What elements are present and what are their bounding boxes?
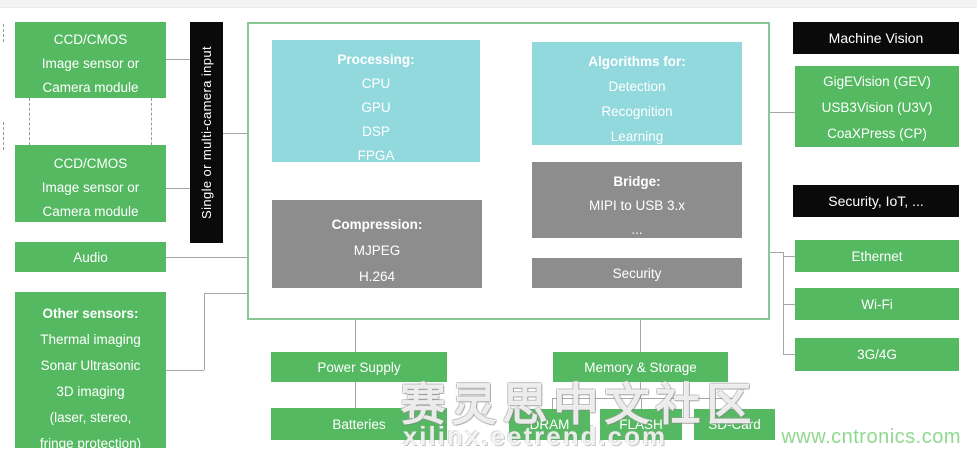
connector-memory-trunk [640, 382, 641, 398]
sdcard-label: SD-Card [708, 417, 761, 432]
processing-cpu: CPU [361, 76, 391, 91]
connector-powersupply-batteries [355, 382, 356, 408]
processing-title: Processing: [337, 52, 415, 67]
machine-vision-header: Machine Vision [793, 22, 959, 54]
flash-label: FLASH [619, 417, 663, 432]
connector-soc-memory [640, 320, 641, 352]
ccd1-line2: Image sensor or [41, 56, 140, 71]
3g4g-box: 3G/4G [795, 338, 959, 371]
ccd1-line3: Camera module [42, 80, 139, 95]
bridge-title: Bridge: [613, 174, 661, 189]
security-iot-header: Security, IoT, ... [793, 185, 959, 217]
coaxpress-label: CoaXPress (CP) [827, 126, 927, 141]
flash-box: FLASH [600, 409, 682, 440]
machine-vision-interfaces-box: GigEVision (GEV) USB3Vision (U3V) CoaXPr… [795, 66, 959, 147]
algorithms-detection: Detection [608, 79, 666, 94]
ccd2-line2: Image sensor or [41, 180, 140, 195]
usb3vision-label: USB3Vision (U3V) [821, 100, 933, 115]
processing-box: Processing: CPU GPU DSP FPGA [272, 40, 480, 163]
algorithms-box: Algorithms for: Detection Recognition Le… [532, 42, 742, 145]
camera-input-bar-label: Single or multi-camera input [199, 45, 214, 220]
connector-othersensors-elbow-h2 [204, 293, 247, 294]
other-sensors-line3: 3D imaging [56, 384, 125, 399]
connector-flash-stub [641, 398, 642, 409]
compression-mjpeg: MJPEG [353, 243, 401, 258]
power-supply-box: Power Supply [271, 352, 447, 382]
watermark-cntronics-url: www.cntronics.com [781, 426, 961, 448]
security-iot-header-label: Security, IoT, ... [828, 193, 924, 209]
audio-label: Audio [73, 249, 108, 265]
other-sensors-title: Other sensors: [42, 306, 139, 321]
dram-box: DRAM [509, 409, 590, 440]
ccd-camera-module-1: CCD/CMOS Image sensor or Camera module [15, 22, 166, 98]
top-border-band [0, 0, 977, 8]
ccd2-line3: Camera module [42, 204, 139, 219]
compression-box: Compression: MJPEG H.264 [272, 200, 482, 288]
connector-connectivity-trunk [783, 252, 784, 354]
dashed-link-ccd1-ccd2-left [29, 98, 30, 145]
connector-othersensors-elbow-h1 [166, 370, 204, 371]
sdcard-box: SD-Card [694, 409, 775, 440]
ccd2-line1: CCD/CMOS [53, 156, 128, 171]
connector-dram-stub [552, 398, 553, 409]
machine-vision-header-label: Machine Vision [828, 30, 924, 46]
bridge-ellipsis: ... [631, 222, 643, 237]
ethernet-box: Ethernet [795, 240, 959, 272]
connector-ccd1-bar [166, 59, 190, 60]
connector-soc-connectivity [770, 252, 783, 253]
security-box: Security [532, 258, 742, 288]
bridge-box: Bridge: MIPI to USB 3.x ... [532, 162, 742, 238]
connector-soc-machinevision [770, 112, 795, 113]
algorithms-learning: Learning [610, 129, 664, 144]
compression-h264: H.264 [358, 269, 396, 284]
ccd1-line1: CCD/CMOS [53, 32, 128, 47]
connector-memory-branch [552, 398, 733, 399]
processing-fpga: FPGA [357, 148, 395, 163]
processing-gpu: GPU [361, 100, 391, 115]
connector-soc-powersupply [355, 320, 356, 352]
compression-title: Compression: [331, 217, 423, 232]
other-sensors-line1: Thermal imaging [40, 332, 141, 347]
connector-wifi-stub [783, 304, 795, 305]
ethernet-label: Ethernet [851, 248, 903, 264]
other-sensors-line4: (laser, stereo, [49, 410, 132, 425]
connector-ccd2-bar [166, 188, 190, 189]
dashed-edge-hint-bottom [3, 122, 4, 150]
other-sensors-line2: Sonar Ultrasonic [40, 358, 141, 373]
connector-sdcard-stub [733, 398, 734, 409]
processing-dsp: DSP [362, 124, 390, 139]
3g4g-label: 3G/4G [857, 347, 897, 362]
wifi-label: Wi-Fi [861, 296, 893, 312]
security-label: Security [612, 265, 662, 281]
algorithms-recognition: Recognition [601, 104, 673, 119]
dram-label: DRAM [529, 417, 570, 432]
memory-storage-label: Memory & Storage [584, 359, 697, 375]
dashed-edge-hint-top [3, 24, 4, 42]
bridge-mipi: MIPI to USB 3.x [588, 198, 686, 213]
connector-bar-soc [223, 133, 247, 134]
ccd-camera-module-2: CCD/CMOS Image sensor or Camera module [15, 145, 166, 222]
dashed-link-ccd1-ccd2-right [151, 98, 152, 145]
connector-audio-soc [166, 257, 247, 258]
connector-othersensors-elbow-v [204, 293, 205, 370]
gigevision-label: GigEVision (GEV) [823, 74, 931, 89]
other-sensors-box: Other sensors: Thermal imaging Sonar Ult… [15, 292, 166, 451]
wifi-box: Wi-Fi [795, 288, 959, 320]
batteries-label: Batteries [332, 416, 386, 432]
connector-ethernet-stub [783, 256, 795, 257]
audio-input-box: Audio [15, 242, 166, 272]
camera-input-bar: Single or multi-camera input [190, 22, 223, 243]
batteries-box: Batteries [271, 408, 447, 440]
algorithms-title: Algorithms for: [588, 54, 686, 69]
memory-storage-box: Memory & Storage [553, 352, 728, 382]
power-supply-label: Power Supply [317, 359, 401, 375]
connector-3g4g-stub [783, 354, 795, 355]
other-sensors-line5: fringe protection) [39, 436, 142, 451]
